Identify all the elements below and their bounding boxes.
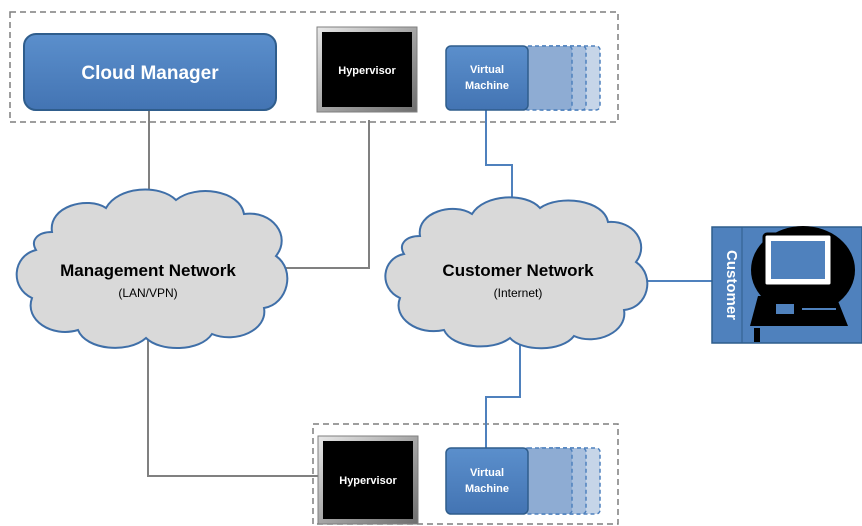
customer-network-cloud[interactable]: Customer Network (Internet) — [384, 196, 649, 350]
management-network-subtitle: (LAN/VPN) — [118, 286, 177, 300]
computer-icon — [750, 226, 855, 342]
bottom-vm-label-line2: Machine — [465, 483, 509, 495]
management-network-cloud[interactable]: Management Network (LAN/VPN) — [15, 188, 289, 349]
management-network-title: Management Network — [60, 261, 236, 280]
top-hypervisor[interactable]: Hypervisor — [316, 26, 418, 113]
bottom-host-container — [312, 423, 619, 525]
management-to-bottom-hypervisor-link — [147, 340, 318, 477]
top-vm-stack[interactable]: Virtual Machine — [445, 45, 601, 111]
customer-network-subtitle: (Internet) — [494, 286, 543, 300]
cloud-manager-box[interactable]: Cloud Manager — [23, 33, 277, 111]
vm-to-customer-network-link — [485, 110, 513, 222]
top-vm-label-line2: Machine — [465, 80, 509, 92]
bottom-hypervisor-label: Hypervisor — [339, 475, 397, 487]
vm-box — [445, 447, 529, 515]
customer-network-to-bottom-vm-link — [485, 345, 521, 448]
vm-shadow-layer — [523, 45, 573, 111]
hypervisor-to-management-link — [262, 120, 370, 269]
top-vm-label-line1: Virtual — [470, 64, 504, 76]
customer-network-title: Customer Network — [442, 261, 594, 280]
cloud-manager-label: Cloud Manager — [81, 63, 219, 84]
vm-shadow-layer — [523, 447, 573, 515]
customer-label: Customer — [723, 250, 740, 320]
bottom-vm-stack[interactable]: Virtual Machine — [445, 447, 601, 515]
bottom-vm-label-line1: Virtual — [470, 467, 504, 479]
vm-box — [445, 45, 529, 111]
customer-panel[interactable]: Customer — [711, 226, 862, 344]
bottom-hypervisor[interactable]: Hypervisor — [317, 435, 419, 525]
top-host-container — [9, 11, 619, 123]
top-hypervisor-label: Hypervisor — [338, 65, 396, 77]
